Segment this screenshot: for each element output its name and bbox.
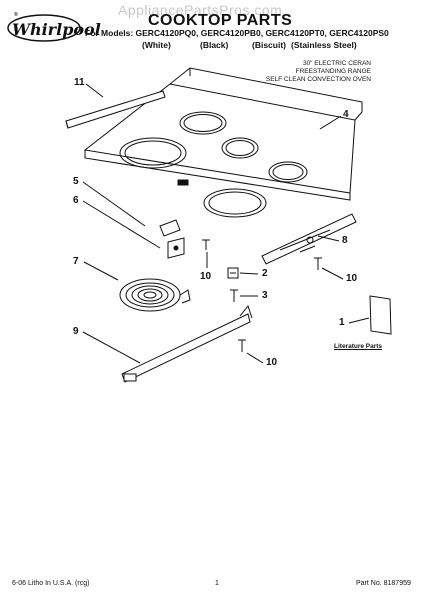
callout-3: 3	[262, 290, 268, 301]
cooktop-element-center	[221, 137, 259, 159]
cooktop-front-edge	[84, 150, 351, 201]
color-label-white: (White)	[142, 40, 171, 50]
color-label-biscuit: (Biscuit)	[252, 40, 286, 50]
part-7-coil-element	[119, 278, 181, 312]
cooktop-element-left-rear	[179, 111, 227, 135]
screw-10-a	[202, 239, 210, 250]
callout-10-b: 10	[346, 273, 358, 284]
cooktop-glass-surface	[83, 83, 356, 194]
cooktop-element-right-rear	[268, 161, 308, 183]
callout-2: 2	[262, 268, 268, 279]
callout-9: 9	[73, 326, 79, 337]
callout-11: 11	[74, 77, 85, 88]
part-5-switch	[159, 219, 181, 237]
callout-10-a: 10	[200, 271, 212, 282]
footer-page-number: 1	[215, 580, 219, 587]
cooktop-element-left-front	[119, 137, 187, 169]
footer-part-number: Part No. 8187959	[356, 580, 411, 587]
footer-litho: 6-06 Litho In U.S.A. (rcg)	[12, 580, 90, 587]
range-description-line-2: FREESTANDING RANGE	[295, 68, 371, 75]
part-8-trim-bracket	[261, 213, 357, 265]
cooktop-element-right-front	[203, 188, 267, 218]
callout-7: 7	[73, 256, 79, 267]
callout-10-c: 10	[266, 357, 278, 368]
color-label-black: (Black)	[200, 40, 229, 50]
callout-6: 6	[73, 195, 79, 206]
range-description-line-1: 30" ELECTRIC CERAN	[302, 60, 371, 67]
screw-10-c	[238, 339, 246, 352]
whirlpool-logo-tm: ®	[14, 12, 18, 18]
callout-4: 4	[343, 109, 349, 120]
color-label-stainless: (Stainless Steel)	[291, 40, 357, 50]
callout-5: 5	[73, 176, 79, 187]
part-1-literature-booklet	[369, 295, 392, 335]
whirlpool-logo: Whirlpool	[12, 20, 101, 39]
hot-surface-indicator	[177, 179, 189, 186]
screw-10-b	[314, 257, 322, 270]
whirlpool-logo-ring	[7, 14, 81, 42]
part-9-front-bracket	[121, 313, 251, 383]
range-description-line-3: SELF CLEAN CONVECTION OVEN	[265, 76, 371, 83]
callout-8: 8	[342, 235, 348, 246]
watermark: AppliancePartsPros.com	[118, 2, 283, 18]
models-line: For Models: GERC4120PQ0, GERC4120PB0, GE…	[85, 28, 389, 38]
part-3-screw	[230, 289, 238, 302]
cooktop-rear-trim	[169, 67, 363, 121]
callout-1: 1	[339, 317, 345, 328]
literature-parts-label: Literature Parts	[334, 343, 383, 350]
page-title: COOKTOP PARTS	[148, 12, 293, 29]
